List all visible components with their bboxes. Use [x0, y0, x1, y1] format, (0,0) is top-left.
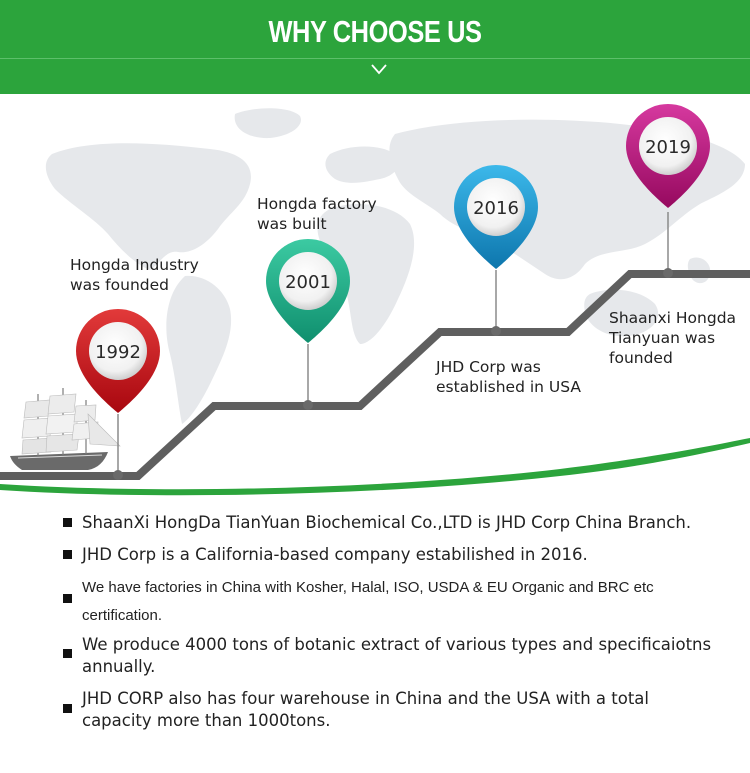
year-1992: 1992	[95, 342, 141, 363]
pin-2019	[626, 104, 710, 208]
pin-1992	[76, 309, 160, 413]
header-divider	[0, 58, 750, 59]
milestone-label-line: established in USA	[436, 378, 581, 396]
milestone-label-line: JHD Corp was	[436, 358, 541, 376]
list-item-line: JHD CORP also has four warehouse in Chin…	[82, 689, 650, 708]
list-item-line: certification.	[82, 607, 163, 624]
list-item-text: JHD CORP also has four warehouse in Chin…	[82, 688, 742, 732]
year-2016: 2016	[473, 198, 519, 219]
milestone-label-line: Hongda Industry	[70, 256, 199, 274]
milestone-label-line: Hongda factory	[257, 195, 377, 213]
timeline-section: 1992 2001 2016 2019 Hongda Industry was …	[0, 94, 750, 504]
header-banner: WHY CHOOSE US	[0, 0, 750, 94]
list-item-line: capacity more than 1000tons.	[82, 711, 331, 730]
bullet-square-icon	[63, 649, 72, 658]
milestone-label-line: Tianyuan was	[609, 329, 716, 347]
list-item-text: We produce 4000 tons of botanic extract …	[82, 634, 742, 678]
bullet-square-icon	[63, 704, 72, 713]
milestone-label-2016: JHD Corp was established in USA	[436, 357, 581, 397]
list-item-line: We produce 4000 tons of botanic extract …	[82, 635, 712, 654]
green-swoosh	[0, 438, 750, 496]
timeline-path	[0, 270, 750, 480]
list-item-text: We have factories in China with Kosher, …	[82, 574, 742, 630]
milestone-label-line: was built	[257, 215, 327, 233]
list-item-line: We have factories in China with Kosher, …	[82, 579, 654, 596]
list-item-line: ShaanXi HongDa TianYuan Biochemical Co.,…	[82, 513, 692, 532]
path-dots	[113, 268, 673, 480]
year-2019: 2019	[645, 137, 691, 158]
list-item-line: JHD Corp is a California-based company e…	[82, 545, 588, 564]
pin-2001	[266, 239, 350, 343]
milestone-label-line: Shaanxi Hongda	[609, 309, 737, 327]
timeline-graphic: 1992 2001 2016 2019	[0, 104, 750, 496]
milestone-label-line: founded	[609, 349, 673, 367]
page-title: WHY CHOOSE US	[268, 14, 482, 49]
milestone-label-2019: Shaanxi Hongda Tianyuan was founded	[609, 308, 736, 368]
milestone-label-line: was founded	[70, 276, 169, 294]
bullet-square-icon	[63, 550, 72, 559]
milestone-label-1992: Hongda Industry was founded	[70, 255, 199, 295]
sailing-ship-illustration	[10, 388, 121, 470]
bullet-square-icon	[63, 594, 72, 603]
pin-2016	[454, 165, 538, 269]
list-item-text: JHD Corp is a California-based company e…	[82, 544, 742, 566]
chevron-down-icon	[371, 64, 387, 75]
bullet-square-icon	[63, 518, 72, 527]
milestone-label-2001: Hongda factory was built	[257, 194, 377, 234]
list-item-line: annually.	[82, 657, 156, 676]
pin-stems	[117, 212, 669, 474]
list-item-text: ShaanXi HongDa TianYuan Biochemical Co.,…	[82, 512, 742, 534]
year-2001: 2001	[285, 272, 331, 293]
